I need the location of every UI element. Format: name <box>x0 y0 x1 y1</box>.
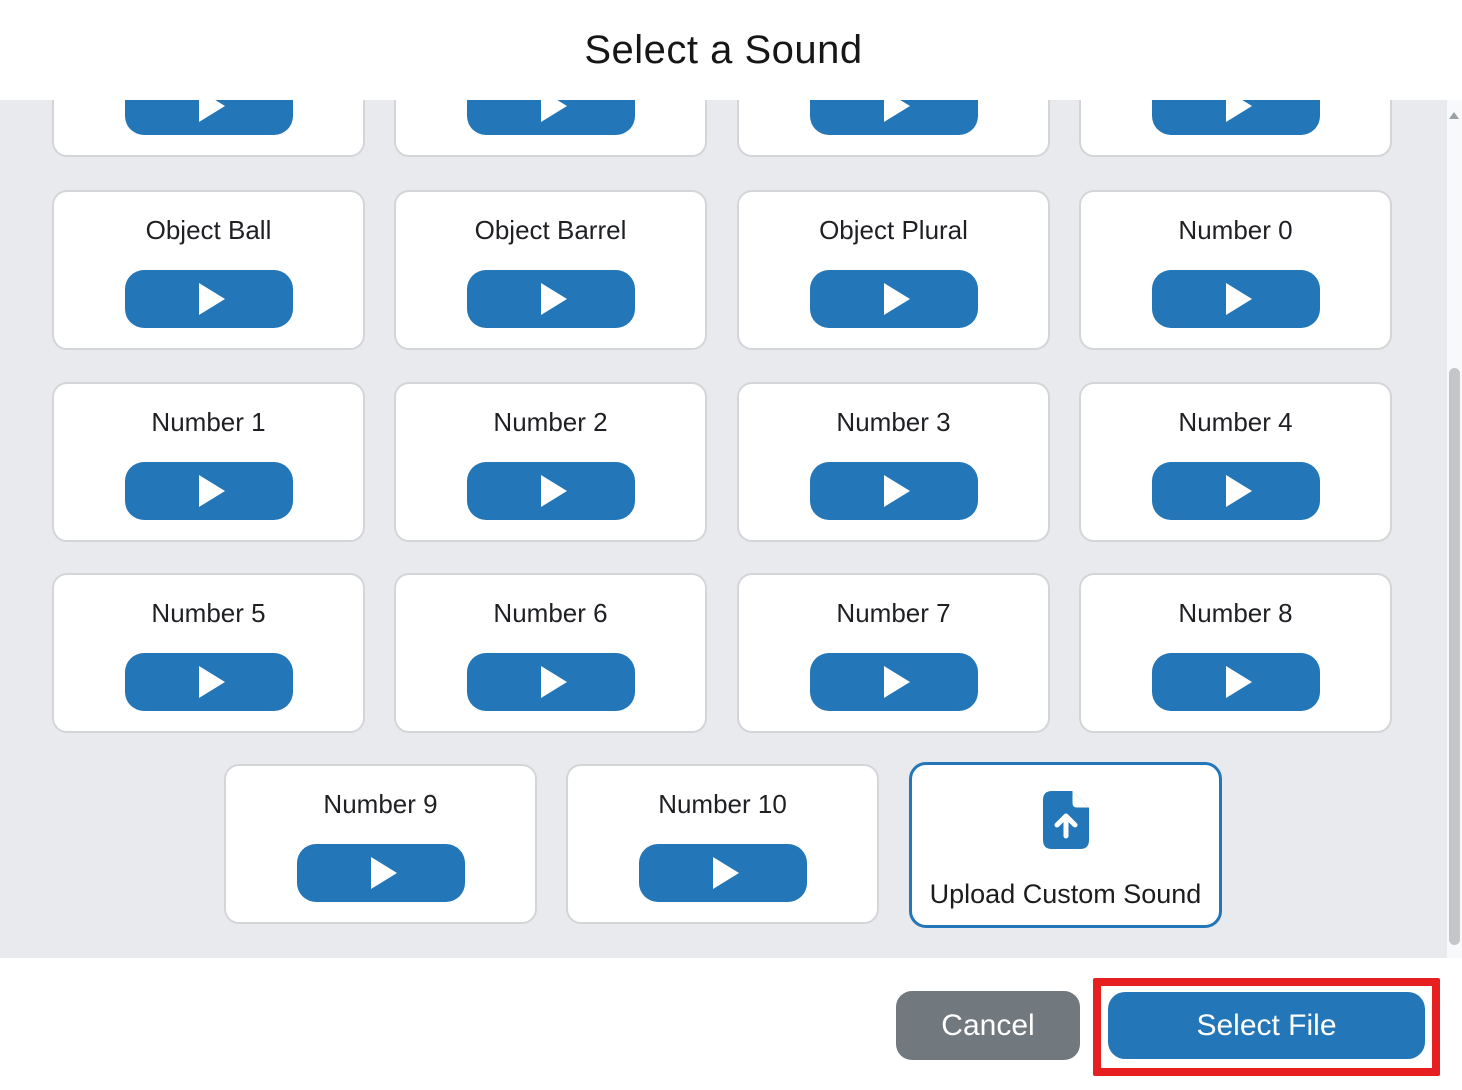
dialog-title: Select a Sound <box>584 27 863 72</box>
sound-card-object-plural: Object Plural <box>737 190 1050 350</box>
sound-card-partial-4 <box>1079 100 1392 157</box>
play-button[interactable] <box>124 462 293 520</box>
play-button[interactable] <box>124 100 293 135</box>
sound-card-object-ball: Object Ball <box>52 190 365 350</box>
play-icon <box>540 475 567 507</box>
sound-card-label: Number 5 <box>151 598 266 628</box>
play-icon <box>370 857 397 889</box>
play-button[interactable] <box>466 100 635 135</box>
sound-card-label: Number 10 <box>658 789 787 819</box>
play-icon <box>883 100 910 122</box>
sound-card-label: Number 6 <box>493 598 608 628</box>
file-upload-icon <box>1042 791 1089 849</box>
play-button[interactable] <box>809 270 978 328</box>
play-icon <box>198 475 225 507</box>
sound-card-number-7: Number 7 <box>737 573 1050 733</box>
play-icon <box>198 666 225 698</box>
play-button[interactable] <box>809 653 978 711</box>
play-icon <box>883 666 910 698</box>
sound-card-label: Number 7 <box>836 598 951 628</box>
play-button[interactable] <box>1151 100 1320 135</box>
sound-card-label: Number 3 <box>836 407 951 437</box>
scroll-up-icon[interactable] <box>1449 112 1459 119</box>
vertical-scrollbar[interactable] <box>1447 100 1462 972</box>
play-icon <box>883 475 910 507</box>
sound-card-number-9: Number 9 <box>224 764 537 924</box>
play-icon <box>540 283 567 315</box>
play-button[interactable] <box>809 462 978 520</box>
scrollbar-thumb[interactable] <box>1449 368 1460 945</box>
play-button[interactable] <box>296 844 465 902</box>
play-icon <box>540 100 567 122</box>
cancel-button[interactable]: Cancel <box>896 991 1080 1060</box>
play-button[interactable] <box>1151 462 1320 520</box>
play-button[interactable] <box>809 100 978 135</box>
play-button[interactable] <box>466 462 635 520</box>
sound-card-label: Number 9 <box>323 789 438 819</box>
dialog-header: Select a Sound <box>0 0 1462 100</box>
play-icon <box>198 283 225 315</box>
play-button[interactable] <box>1151 653 1320 711</box>
play-button[interactable] <box>638 844 807 902</box>
play-icon <box>540 666 567 698</box>
sound-card-label: Number 1 <box>151 407 266 437</box>
sound-card-label: Object Barrel <box>474 215 627 245</box>
select-file-button[interactable]: Select File <box>1108 992 1425 1059</box>
play-icon <box>1225 100 1252 122</box>
play-icon <box>712 857 739 889</box>
sound-card-label: Number 0 <box>1178 215 1293 245</box>
play-button[interactable] <box>124 653 293 711</box>
sound-card-number-1: Number 1 <box>52 382 365 542</box>
play-button[interactable] <box>466 653 635 711</box>
play-icon <box>1225 283 1252 315</box>
sound-card-number-0: Number 0 <box>1079 190 1392 350</box>
play-icon <box>1225 666 1252 698</box>
sound-card-partial-2 <box>394 100 707 157</box>
sound-card-object-barrel: Object Barrel <box>394 190 707 350</box>
play-icon <box>1225 475 1252 507</box>
sound-card-label: Number 2 <box>493 407 608 437</box>
sound-card-number-4: Number 4 <box>1079 382 1392 542</box>
sound-card-number-8: Number 8 <box>1079 573 1392 733</box>
sound-card-number-3: Number 3 <box>737 382 1050 542</box>
sound-card-label: Object Plural <box>819 215 968 245</box>
play-icon <box>198 100 225 122</box>
play-button[interactable] <box>124 270 293 328</box>
play-icon <box>883 283 910 315</box>
sound-card-number-6: Number 6 <box>394 573 707 733</box>
upload-card-label: Upload Custom Sound <box>929 879 1202 909</box>
sound-card-number-2: Number 2 <box>394 382 707 542</box>
play-button[interactable] <box>466 270 635 328</box>
sound-card-label: Number 8 <box>1178 598 1293 628</box>
sound-card-label: Object Ball <box>145 215 272 245</box>
sound-card-label: Number 4 <box>1178 407 1293 437</box>
sound-card-partial-3 <box>737 100 1050 157</box>
upload-custom-sound-card[interactable]: Upload Custom Sound <box>909 762 1222 928</box>
sound-card-partial-1 <box>52 100 365 157</box>
sound-card-number-5: Number 5 <box>52 573 365 733</box>
sound-grid: Object Ball Object Barrel Object Plural … <box>0 100 1447 958</box>
play-button[interactable] <box>1151 270 1320 328</box>
sound-card-number-10: Number 10 <box>566 764 879 924</box>
